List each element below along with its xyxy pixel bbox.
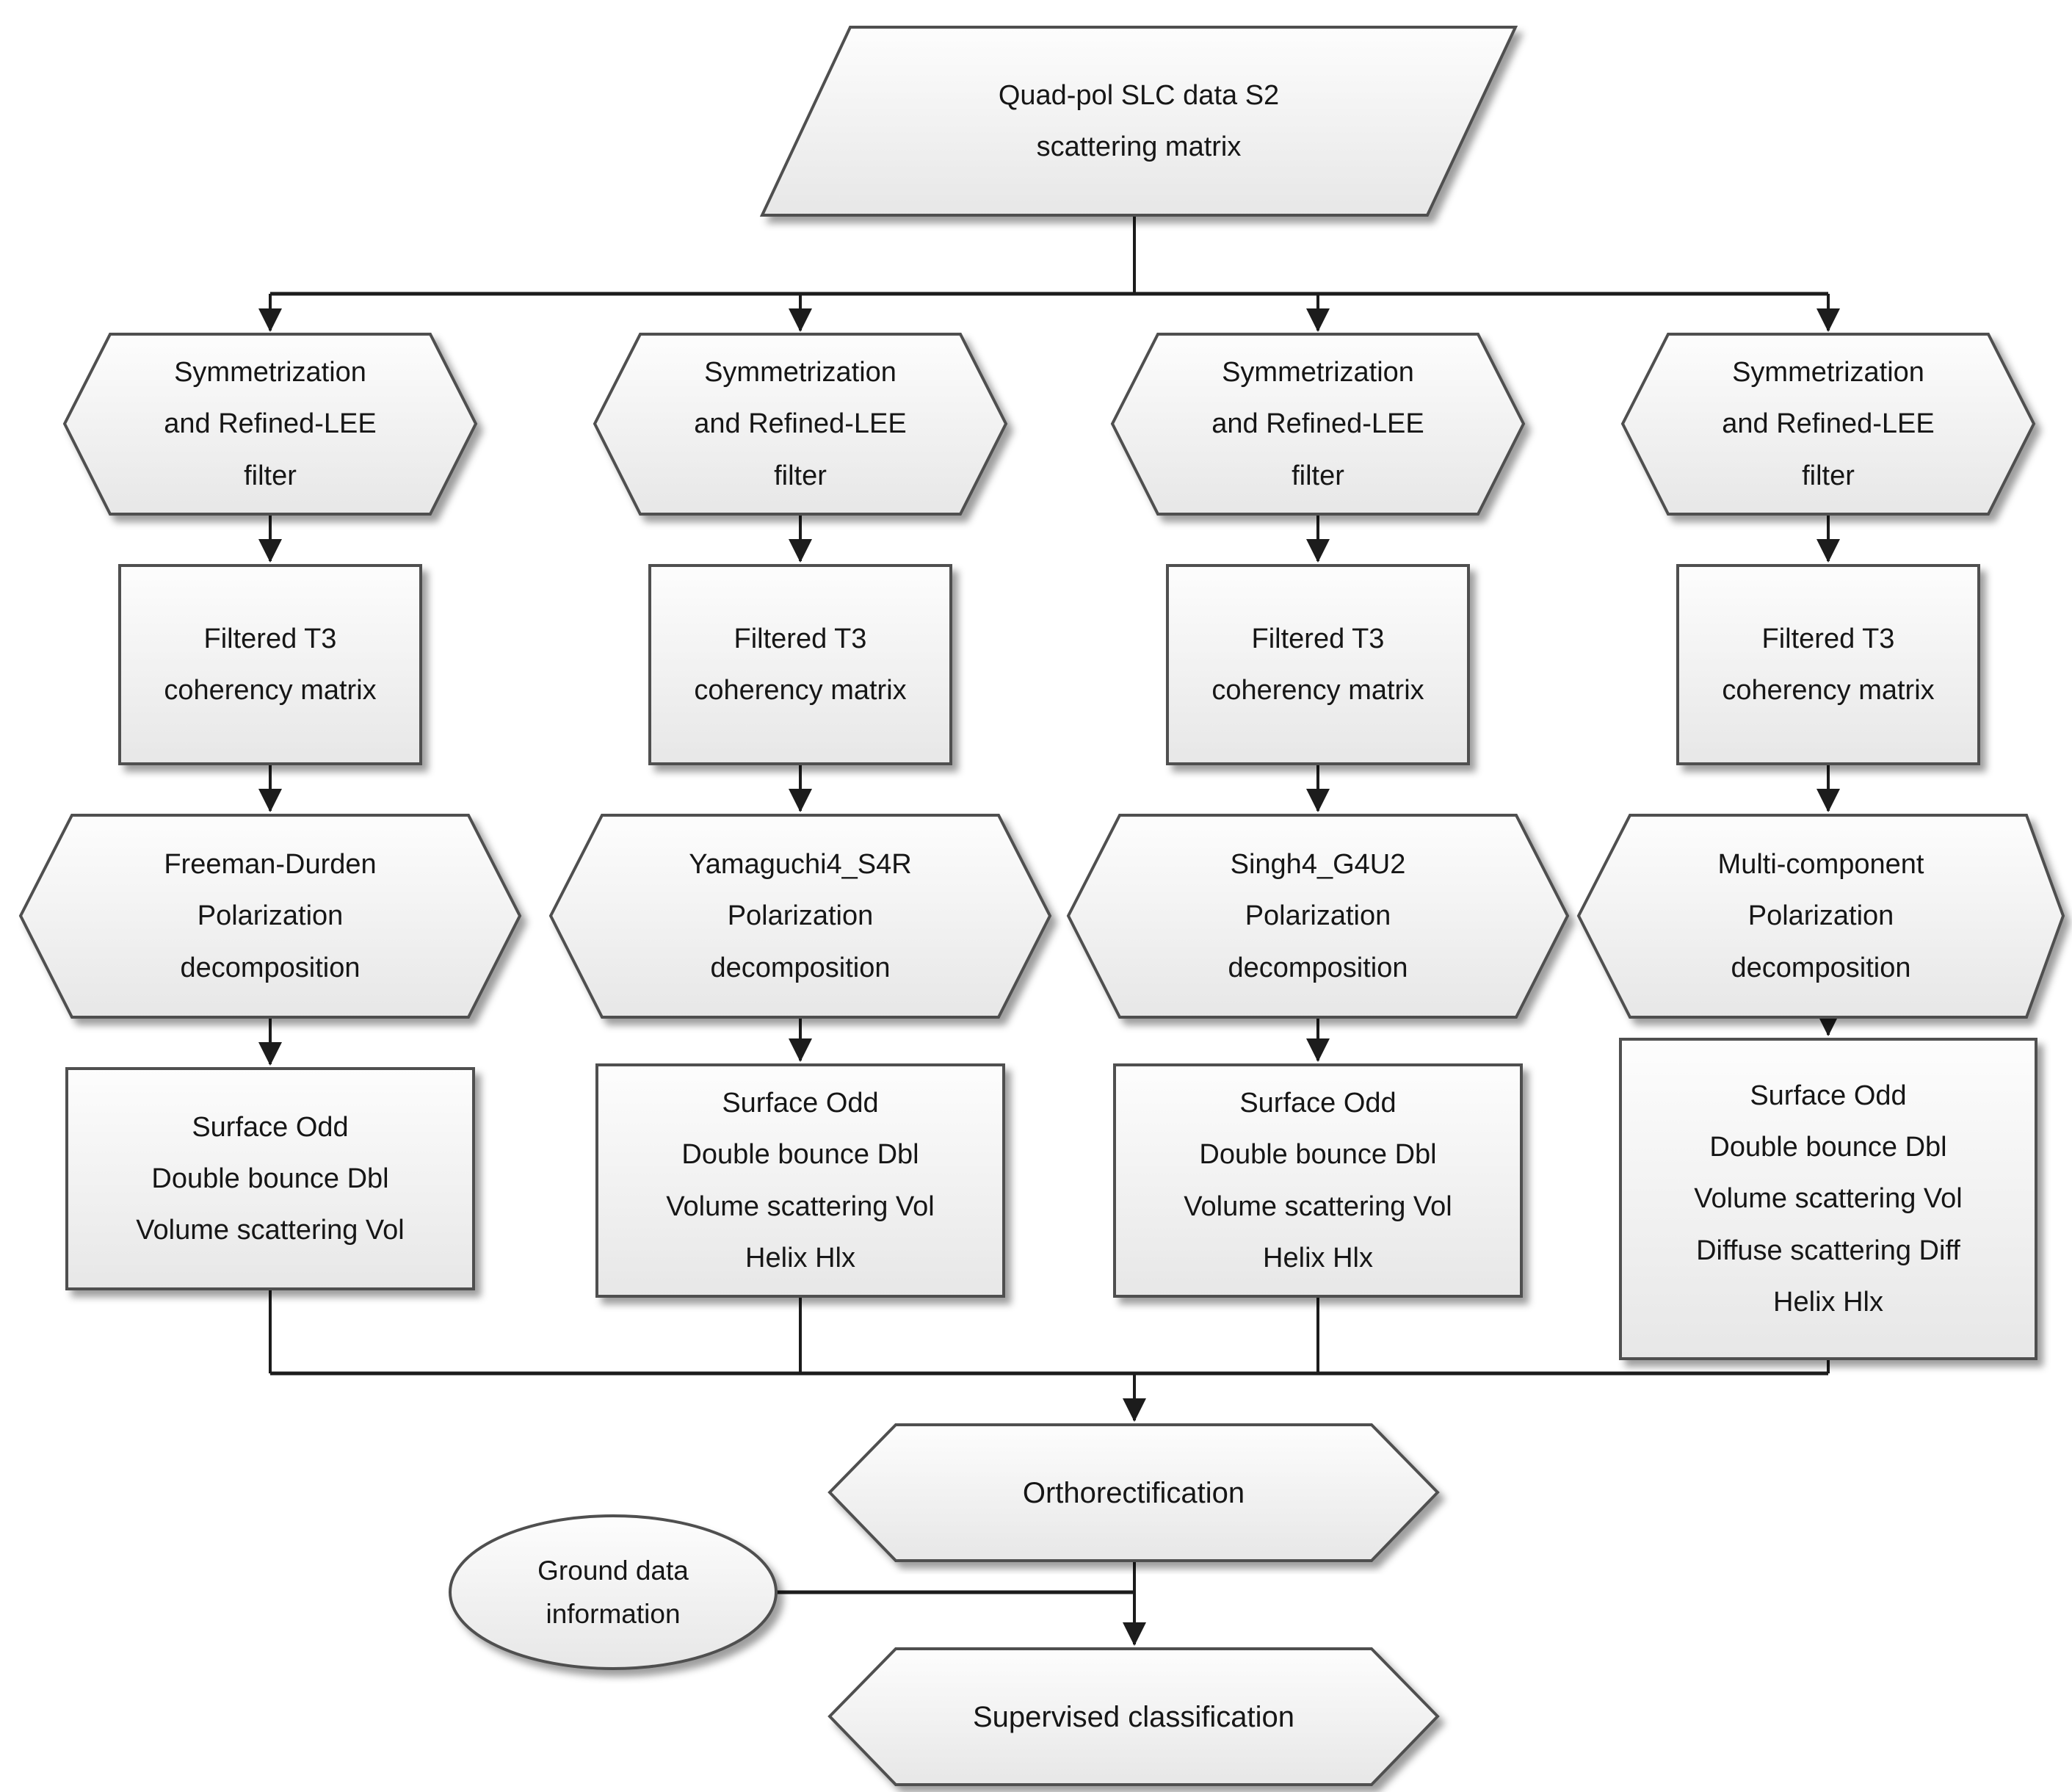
- branch-2-decomposition-hexagon: [548, 814, 1052, 1019]
- branch-1-filter-hexagon: [62, 333, 478, 516]
- branch-4-matrix-box: [1676, 564, 1980, 765]
- branch-2-outputs-box: [595, 1063, 1005, 1298]
- branch-4-decomposition-hexagon: [1576, 814, 2065, 1019]
- branch-3-matrix-box: [1166, 564, 1470, 765]
- branch-4-outputs-box: [1619, 1038, 2037, 1360]
- ground-data-ellipse: [449, 1514, 778, 1670]
- branch-3-filter-hexagon: [1110, 333, 1526, 516]
- branch-3-decomposition-hexagon: [1066, 814, 1570, 1019]
- branch-1-outputs-box: [65, 1067, 475, 1290]
- branch-1-matrix-box: [118, 564, 422, 765]
- source-parallelogram: [759, 26, 1518, 217]
- branch-3-outputs-box: [1113, 1063, 1523, 1298]
- branch-2-matrix-box: [648, 564, 952, 765]
- branch-4-filter-hexagon: [1620, 333, 2036, 516]
- orthorectification-hexagon: [827, 1423, 1440, 1562]
- branch-1-decomposition-hexagon: [18, 814, 522, 1019]
- supervised-classification-hexagon: [827, 1647, 1440, 1786]
- branch-2-filter-hexagon: [593, 333, 1008, 516]
